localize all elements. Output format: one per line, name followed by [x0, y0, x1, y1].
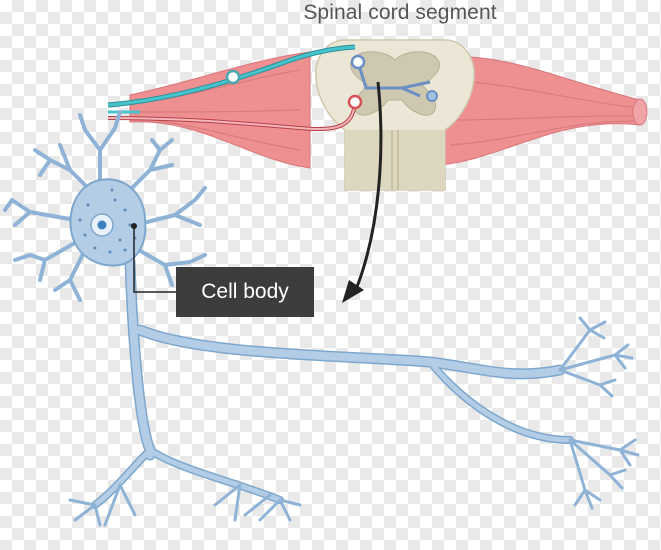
spinal-cord-segment [107, 39, 648, 191]
label-leader-dot [131, 223, 137, 229]
axon-branch-right [136, 326, 564, 378]
sensory-ganglion [225, 69, 241, 85]
nerve-root-left [129, 51, 311, 169]
cell-body-label: Cell body [176, 267, 314, 317]
interneuron [356, 61, 431, 98]
nucleolus [97, 220, 107, 230]
motor-neuron-body [347, 94, 363, 110]
axon-terminals [68, 316, 640, 527]
grey-matter [350, 51, 440, 116]
axon [126, 258, 154, 459]
pointer-arrow [353, 81, 383, 293]
neuron [3, 110, 640, 527]
pointer-arrowhead [342, 280, 364, 303]
nerve-cut-end-right [632, 98, 648, 126]
label-leader-line [133, 226, 176, 293]
dendrites [3, 110, 207, 302]
diagram-title: Spinal cord segment [303, 1, 497, 24]
